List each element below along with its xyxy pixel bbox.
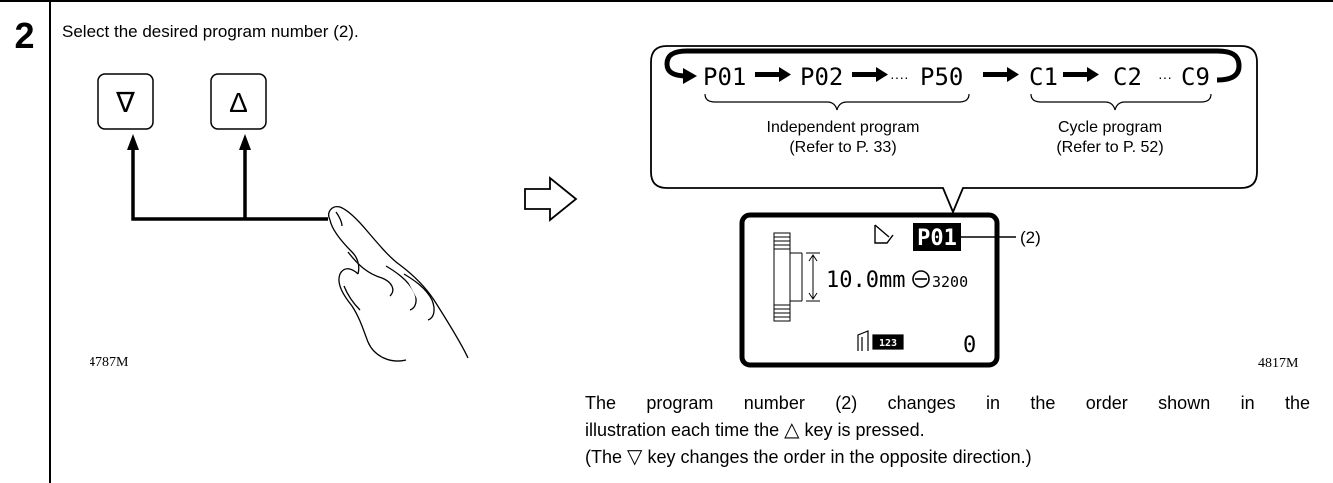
line3-text-b: key changes the order in the opposite di… [647, 447, 1032, 467]
fabric-stack-icon [773, 232, 820, 322]
program-number-highlight [913, 223, 961, 251]
flow-arrows [755, 67, 1099, 82]
up-key-symbol: Δ [229, 87, 248, 118]
cycle-program-label: Cycle program (Refer to P. 52) [1025, 118, 1195, 158]
hand-illustration [328, 206, 469, 362]
loop-arrow [664, 48, 1242, 83]
cycle-program-text: Cycle program [1057, 119, 1163, 136]
lcd-speed: 3200 [932, 273, 968, 291]
line2-text-b: key is pressed. [804, 420, 925, 440]
line3-text-a: (The [585, 447, 623, 467]
flow-item-c2: C2 [1113, 63, 1142, 91]
independent-program-ref: (Refer to P. 33) [789, 139, 897, 156]
lcd-callout: (2) [1020, 228, 1041, 247]
description-paragraph: The program number (2) changes in the or… [585, 390, 1310, 471]
instruction-text: Select the desired program number (2). [62, 22, 359, 41]
program-flow-bubble: P01 P02 ···· P50 C1 C2 ··· C9 [650, 45, 1258, 215]
down-key-symbol: ∇ [115, 87, 135, 118]
braces [704, 93, 1212, 111]
lcd-program-number: P01 [917, 226, 957, 251]
step-column: 2 [0, 0, 51, 483]
up-triangle-icon: △ [784, 419, 800, 441]
flow-item-p01: P01 [703, 63, 746, 91]
flow-ellipsis: ···· [890, 69, 909, 85]
flow-items: P01 P02 ···· P50 C1 C2 ··· C9 [703, 63, 1210, 91]
presser-foot-icon [874, 224, 894, 244]
outline-arrow-icon [524, 176, 578, 222]
key-press-illustration: ∇ Δ 4787M [90, 73, 469, 370]
description-line-2: illustration each time the △ key is pres… [585, 417, 1310, 444]
down-triangle-icon: ▽ [627, 446, 643, 468]
counter-icon [857, 330, 904, 351]
lcd-counter: 0 [963, 333, 976, 358]
counter-icon-text: 123 [879, 338, 897, 349]
arrowheads [127, 134, 251, 150]
loop-arrowhead [683, 68, 697, 84]
line2-text-a: illustration each time the [585, 420, 780, 440]
up-key: Δ [210, 73, 267, 130]
flow-item-p50: P50 [920, 63, 963, 91]
cycle-program-ref: (Refer to P. 52) [1056, 139, 1164, 156]
connector-lines [131, 150, 328, 221]
independent-program-label: Independent program (Refer to P. 33) [748, 118, 938, 158]
flow-item-c9: C9 [1181, 63, 1210, 91]
description-line-1: The program number (2) changes in the or… [585, 393, 1310, 413]
flow-item-p02: P02 [800, 63, 843, 91]
flow-ellipsis-short: ··· [1158, 69, 1172, 85]
right-figure-code: 4817M [1258, 356, 1299, 371]
lcd-panel: P01 (2) 10.0mm 3200 123 0 [739, 212, 1041, 368]
lcd-stitch-length: 10.0mm [826, 268, 905, 293]
description-line-3: (The ▽ key changes the order in the oppo… [585, 444, 1310, 471]
independent-program-text: Independent program [766, 119, 920, 136]
down-key: ∇ [97, 73, 154, 130]
left-figure-code: 4787M [90, 355, 129, 370]
flow-item-c1: C1 [1029, 63, 1058, 91]
speed-icon [912, 270, 930, 288]
top-rule [0, 0, 1333, 2]
step-number: 2 [14, 15, 35, 56]
